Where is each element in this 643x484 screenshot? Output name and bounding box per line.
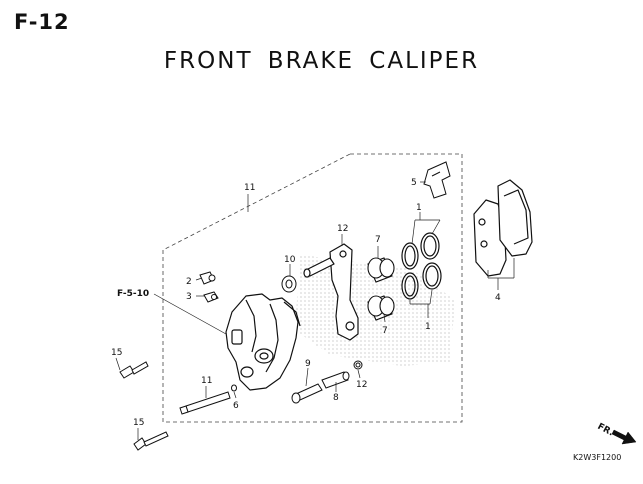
assembly-boundary (162, 153, 463, 423)
part-label-11: 11 (201, 376, 212, 386)
part-label-4: 3 (186, 292, 192, 302)
page-ref-code: F-12 (14, 10, 70, 34)
caliper-bracket (303, 243, 359, 341)
mounting-bolts (179, 384, 237, 415)
catalog-code: K2W3F1200 (573, 453, 621, 462)
part-label-14: 12 (337, 224, 348, 234)
pistons (367, 257, 395, 321)
diagram-title: FRONT BRAKE CALIPER (163, 48, 480, 74)
outer-bolts (119, 361, 169, 451)
part-label-2: 4 (495, 293, 501, 303)
part-label-15-top: 15 (111, 348, 122, 358)
part-label-6: 6 (233, 401, 239, 411)
brake-pads (473, 179, 533, 277)
bleeder-valve-assembly (199, 271, 219, 303)
part-label-10: 10 (284, 255, 296, 265)
part-label-3: 2 (186, 277, 192, 287)
piston-seals (401, 232, 442, 300)
part-label-12: 12 (356, 380, 367, 390)
assembly-ref-label: F-5-10 (117, 289, 149, 299)
pad-spring (423, 161, 451, 199)
dust-boot (281, 275, 297, 293)
front-direction-arrow: FR. (596, 422, 637, 445)
part-label-7-bottom: 7 (382, 326, 388, 336)
slide-pins (291, 360, 363, 404)
caliper-body (225, 293, 301, 391)
part-label-1-bottom: 1 (425, 322, 431, 332)
part-label-7-top: 7 (375, 235, 381, 245)
part-label-1-top: 1 (416, 203, 422, 213)
leader-lines (115, 181, 515, 440)
part-label-8: 8 (333, 393, 339, 403)
part-label-13: 11 (244, 183, 255, 193)
svg-text:FR.: FR. (596, 422, 615, 439)
part-label-15-bottom: 15 (133, 418, 144, 428)
part-label-9: 9 (305, 359, 311, 369)
part-label-5: 5 (411, 178, 417, 188)
